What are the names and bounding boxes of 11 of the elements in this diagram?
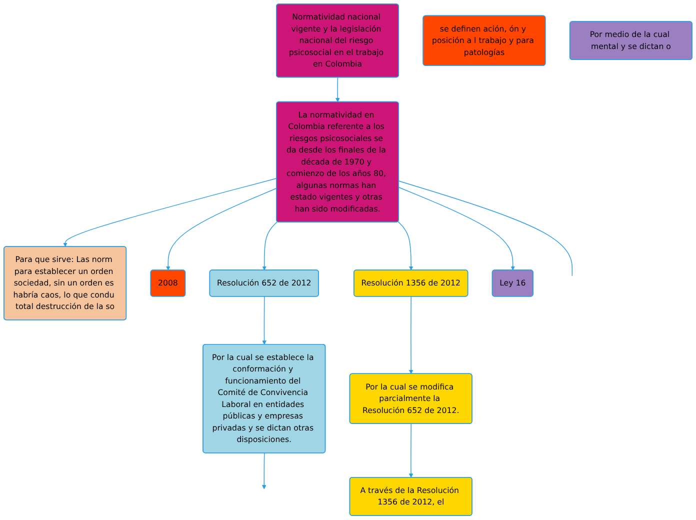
connector — [398, 180, 573, 276]
arrow — [262, 453, 266, 490]
arrow — [262, 296, 266, 346]
arrow — [166, 188, 277, 271]
arrow — [336, 77, 340, 102]
arrow — [408, 424, 414, 478]
arrow — [63, 178, 277, 248]
arrow — [262, 222, 278, 271]
arrow — [398, 222, 414, 271]
arrow — [408, 296, 414, 374]
arrow — [398, 187, 515, 271]
